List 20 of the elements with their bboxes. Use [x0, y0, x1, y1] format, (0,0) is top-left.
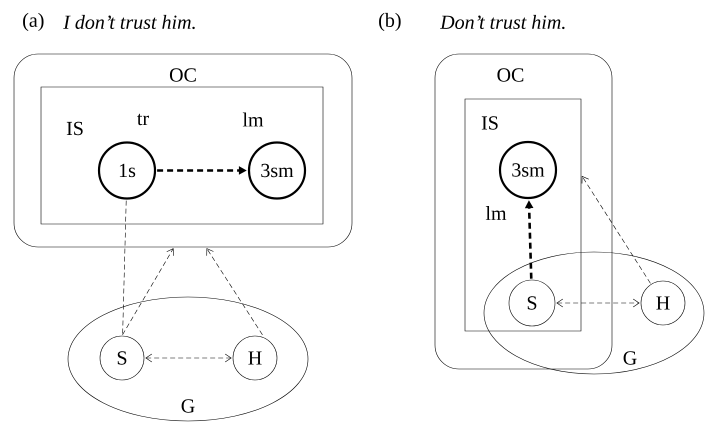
circle-node: S [100, 336, 144, 380]
circle-node: H [640, 280, 686, 326]
connector-line [122, 200, 126, 335]
panel-label: (b) [379, 12, 401, 32]
circle-node: 3sm [248, 141, 306, 200]
arrow [582, 176, 651, 284]
role-label: lm [486, 206, 506, 220]
example-sentence: I don’t trust him. [63, 14, 195, 30]
circle-node: 1s [98, 141, 156, 200]
role-label: lm [242, 112, 264, 126]
arrow [145, 354, 232, 362]
role-label: tr [137, 114, 149, 126]
circle-node: H [232, 336, 278, 380]
arrow [556, 298, 640, 308]
arrow [122, 248, 174, 336]
panel-label: (a) [23, 12, 44, 32]
circle-node: S [508, 280, 556, 326]
example-sentence: Don’t trust him. [440, 14, 565, 30]
circle-node: 3sm [498, 140, 558, 200]
arrow [206, 248, 263, 336]
